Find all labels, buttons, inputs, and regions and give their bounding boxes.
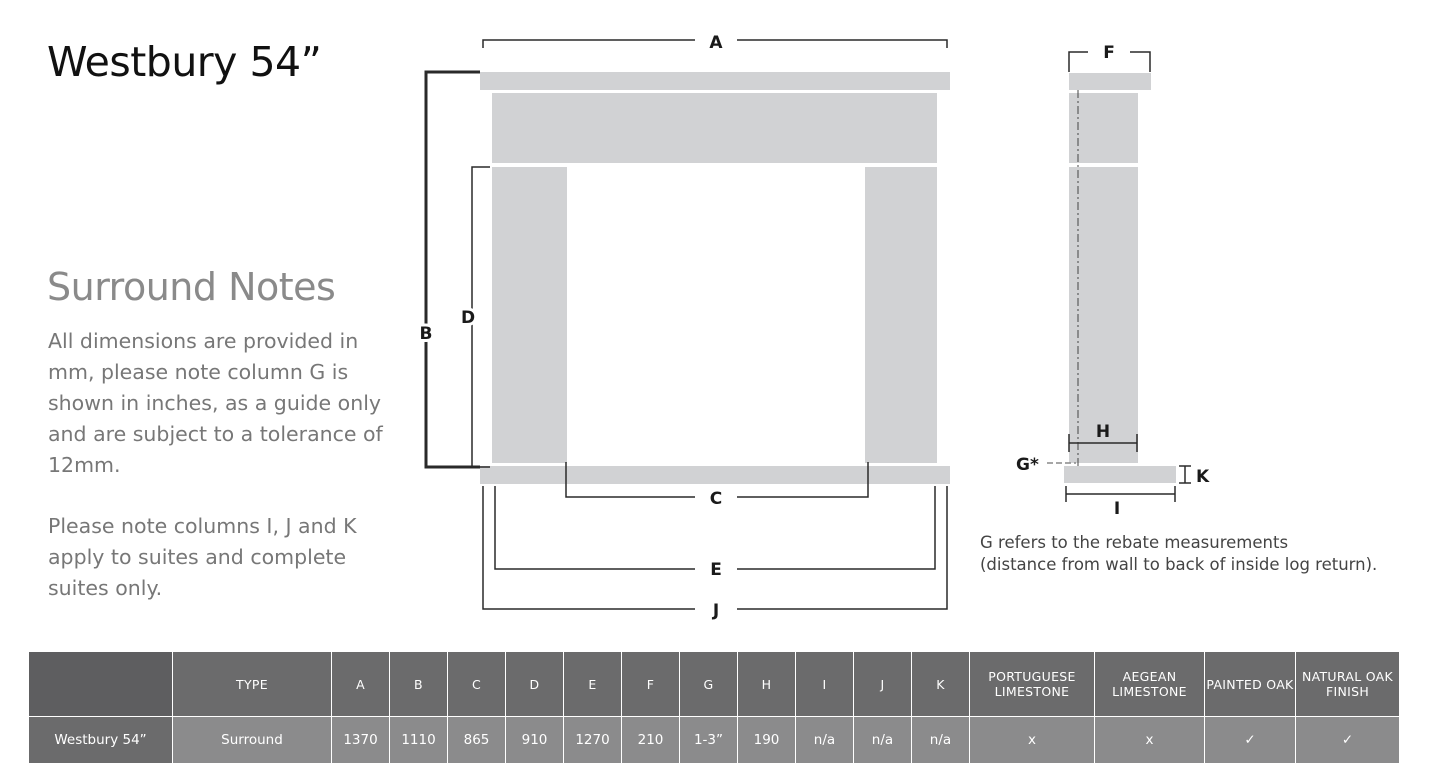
mantel-shelf (480, 72, 950, 90)
cell-c: 865 (447, 716, 506, 764)
rebate-note-line-1: G refers to the rebate measurements (980, 533, 1289, 552)
header-i: I (795, 651, 854, 717)
notes-paragraph-suites: Please note columns I, J and K apply to … (48, 514, 357, 600)
dimension-lines (424, 39, 948, 610)
header-aegean-limestone: AEGEAN LIMESTONE (1094, 651, 1205, 717)
dim-label-f: F (1103, 43, 1115, 63)
header-f: F (621, 651, 680, 717)
side-shelf (1069, 73, 1151, 90)
header-blank (28, 651, 173, 717)
page-title: Westbury 54” (47, 38, 322, 86)
header-natural-oak-finish: NATURAL OAK FINISH (1295, 651, 1400, 717)
side-upper-panel (1069, 93, 1138, 163)
right-leg (865, 167, 937, 463)
notes-heading: Surround Notes (47, 265, 336, 309)
fireplace-dimension-diagram: A B D C E J F H G* I K (419, 33, 1210, 621)
header-b: B (389, 651, 448, 717)
cell-painted-oak: ✓ (1204, 716, 1296, 764)
specification-table: TYPE A B C D E F G H I J K PORTUGUESE LI… (28, 651, 1400, 764)
cell-k: n/a (911, 716, 970, 764)
side-leg (1069, 167, 1138, 463)
hearth (480, 466, 950, 484)
cell-portuguese-limestone: x (969, 716, 1095, 764)
header-j: J (853, 651, 912, 717)
dim-label-c: C (710, 489, 722, 509)
header-g: G (679, 651, 738, 717)
cell-g: 1-3” (679, 716, 738, 764)
cell-h: 190 (737, 716, 796, 764)
header-c: C (447, 651, 506, 717)
cell-d: 910 (505, 716, 564, 764)
cell-i: n/a (795, 716, 854, 764)
side-elevation (1064, 73, 1176, 483)
dim-label-h: H (1096, 422, 1110, 442)
dim-label-a: A (709, 33, 723, 53)
dim-label-i: I (1114, 499, 1120, 519)
cell-b: 1110 (389, 716, 448, 764)
cell-j: n/a (853, 716, 912, 764)
left-leg (492, 167, 567, 463)
dim-label-b: B (420, 324, 433, 344)
cell-e: 1270 (563, 716, 622, 764)
dim-label-e: E (710, 560, 722, 580)
dim-label-g: G* (1016, 455, 1039, 475)
cell-type: Surround (172, 716, 332, 764)
frieze-panel (492, 93, 937, 163)
dim-label-k: K (1196, 467, 1210, 487)
header-d: D (505, 651, 564, 717)
notes-paragraph-dimensions: All dimensions are provided in mm, pleas… (48, 329, 383, 477)
front-elevation (480, 72, 950, 484)
header-k: K (911, 651, 970, 717)
side-hearth (1064, 466, 1176, 483)
header-a: A (331, 651, 390, 717)
header-h: H (737, 651, 796, 717)
table-header-row: TYPE A B C D E F G H I J K PORTUGUESE LI… (28, 651, 1400, 717)
cell-model: Westbury 54” (28, 716, 173, 764)
dim-label-j: J (712, 601, 719, 621)
header-portuguese-limestone: PORTUGUESE LIMESTONE (969, 651, 1095, 717)
side-dimension-lines (1047, 51, 1191, 502)
table-row: Westbury 54” Surround 1370 1110 865 910 … (28, 716, 1400, 764)
dim-label-d: D (461, 308, 475, 328)
cell-a: 1370 (331, 716, 390, 764)
cell-f: 210 (621, 716, 680, 764)
rebate-note: G refers to the rebate measurements (dis… (980, 532, 1377, 576)
header-painted-oak: PAINTED OAK (1204, 651, 1296, 717)
cell-aegean-limestone: x (1094, 716, 1205, 764)
header-e: E (563, 651, 622, 717)
cell-natural-oak-finish: ✓ (1295, 716, 1400, 764)
header-type: TYPE (172, 651, 332, 717)
rebate-note-line-2: (distance from wall to back of inside lo… (980, 555, 1378, 574)
